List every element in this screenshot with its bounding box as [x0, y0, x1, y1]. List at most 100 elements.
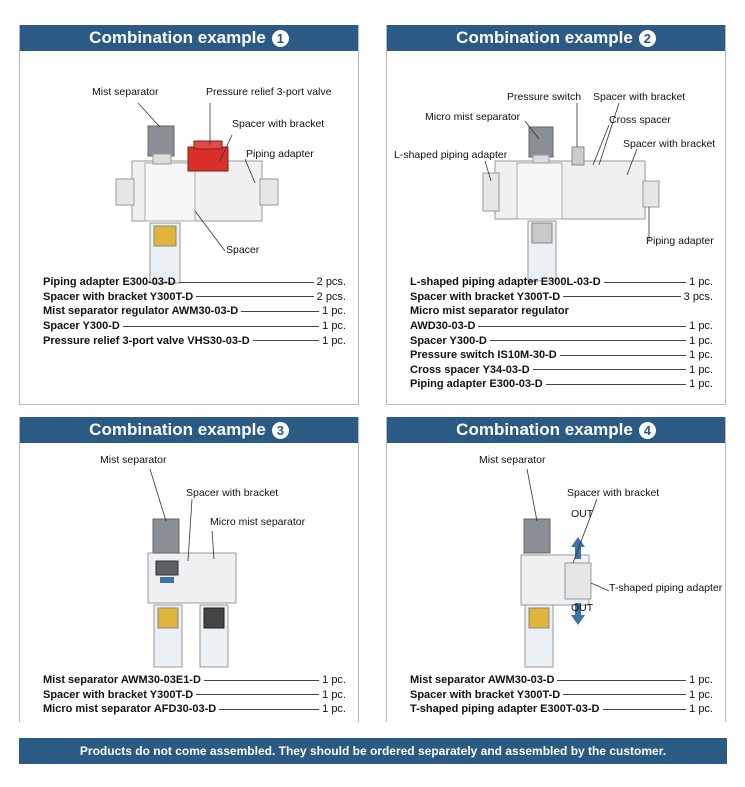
list-item: AWD30-03-D 1 pc.: [410, 319, 713, 334]
part-quantity: 1 pc.: [322, 688, 346, 701]
dotted-leader: [563, 296, 681, 298]
part-name: Mist separator regulator AWM30-03-D: [43, 305, 239, 318]
part-name: Micro mist separator AFD30-03-D: [43, 703, 217, 716]
combination-panel-1: Combination example 1 Mist se: [19, 25, 359, 405]
list-item: Spacer with bracket Y300T-D 2 pcs.: [43, 290, 346, 305]
part-quantity: 1 pc.: [689, 320, 713, 333]
part-name: Piping adapter E300-03-D: [410, 378, 543, 391]
callout-spacer-with-bracket: Spacer with bracket: [232, 118, 325, 130]
part-quantity: 2 pcs.: [316, 290, 346, 303]
list-item: Piping adapter E300-03-D 1 pc.: [410, 377, 713, 392]
list-item: Pressure relief 3-port valve VHS30-03-D 1…: [43, 333, 346, 348]
part-name: AWD30-03-D: [410, 320, 476, 333]
part-quantity: 1 pc.: [689, 276, 713, 289]
panel-header: Combination example 4: [387, 417, 725, 443]
part-name: Pressure switch IS10M-30-D: [410, 349, 557, 362]
panel-number-badge: 4: [638, 421, 656, 439]
parts-list: Mist separator AWM30-03E1-D 1 pc. Spacer …: [43, 673, 346, 717]
assembly-drawing: [115, 102, 279, 284]
part-name: Mist separator AWM30-03-D: [410, 674, 555, 687]
dotted-leader: [196, 296, 314, 298]
dotted-leader: [602, 708, 687, 710]
dotted-leader: [241, 310, 320, 312]
dotted-leader: [563, 694, 687, 696]
callout-spacer-with-bracket-right: Spacer with bracket: [623, 138, 716, 150]
part-name: Micro mist separator regulator: [410, 305, 569, 318]
panel-number-badge: 3: [271, 421, 289, 439]
out-arrow-up-icon: [575, 545, 581, 559]
part-quantity: 1 pc.: [322, 334, 346, 347]
callout-micro-mist-separator: Micro mist separator: [425, 111, 521, 123]
callout-mist-separator: Mist separator: [100, 454, 167, 466]
dotted-leader: [559, 354, 687, 356]
dotted-leader: [489, 340, 687, 342]
list-item: Mist separator AWM30-03-D 1 pc.: [410, 673, 713, 688]
callout-micro-mist-separator: Micro mist separator: [210, 516, 306, 528]
callout-pressure-switch: Pressure switch: [507, 91, 582, 103]
combination-panel-3: Combination example 3 Mist separator Spa…: [19, 417, 359, 722]
callout-l-shaped-piping-adapter: L-shaped piping adapter: [394, 149, 508, 161]
part-name: Pressure relief 3-port valve VHS30-03-D: [43, 334, 250, 347]
dotted-leader: [178, 281, 314, 283]
panel-title: Combination example: [456, 420, 633, 439]
list-item: Mist separator AWM30-03E1-D 1 pc.: [43, 673, 346, 688]
assembly-notice-text: Products do not come assembled. They sho…: [79, 744, 667, 758]
part-quantity: 2 pcs.: [316, 276, 346, 289]
panel-title: Combination example: [89, 420, 266, 439]
assembly-drawing: [147, 468, 237, 668]
panel-header: Combination example 1: [20, 25, 358, 51]
part-name: L-shaped piping adapter E300L-03-D: [410, 276, 601, 289]
part-name: Mist separator AWM30-03E1-D: [43, 674, 201, 687]
list-item: Micro mist separator regulator: [410, 304, 713, 319]
callout-spacer-with-bracket-top: Spacer with bracket: [593, 91, 686, 103]
part-quantity: 1 pc.: [689, 378, 713, 391]
parts-list: Piping adapter E300-03-D 2 pcs. Spacer wi…: [43, 275, 346, 348]
part-quantity: 1 pc.: [322, 674, 346, 687]
callout-t-shaped-piping-adapter: T-shaped piping adapter: [609, 582, 723, 594]
parts-list: Mist separator AWM30-03-D 1 pc. Spacer wi…: [410, 673, 713, 717]
callout-spacer-with-bracket: Spacer with bracket: [567, 487, 660, 499]
dotted-leader: [532, 369, 687, 371]
dotted-leader: [203, 679, 320, 681]
out-arrow-down-icon: [575, 603, 581, 617]
part-name: Spacer with bracket Y300T-D: [43, 290, 194, 303]
combination-panel-4: Combination example 4 Mist separator Spa…: [386, 417, 726, 722]
part-name: Spacer with bracket Y300T-D: [410, 290, 561, 303]
part-quantity: 1 pc.: [689, 688, 713, 701]
part-name: Spacer with bracket Y300T-D: [43, 688, 194, 701]
part-name: Piping adapter E300-03-D: [43, 276, 176, 289]
list-item: L-shaped piping adapter E300L-03-D 1 pc.: [410, 275, 713, 290]
callout-pressure-relief-valve: Pressure relief 3-port valve: [206, 86, 332, 98]
dotted-leader: [196, 694, 320, 696]
callout-mist-separator: Mist separator: [92, 86, 159, 98]
part-quantity: 1 pc.: [322, 320, 346, 333]
part-name: Spacer Y300-D: [43, 320, 120, 333]
panel-number-badge: 1: [271, 29, 289, 47]
product-illustration: Mist separator Spacer with bracket Micro…: [20, 443, 358, 683]
dotted-leader: [219, 708, 320, 710]
list-item: Spacer with bracket Y300T-D 1 pc.: [43, 688, 346, 703]
callout-piping-adapter: Piping adapter: [646, 235, 714, 247]
part-quantity: 1 pc.: [322, 305, 346, 318]
dotted-leader: [603, 281, 687, 283]
panel-title: Combination example: [89, 28, 266, 47]
assembly-drawing: [482, 102, 660, 282]
callout-out-top: OUT: [571, 508, 594, 520]
assembly-notice-banner: Products do not come assembled. They sho…: [19, 738, 727, 764]
callout-out-bottom: OUT: [571, 602, 594, 614]
part-quantity: 1 pc.: [689, 674, 713, 687]
panel-number-badge: 2: [638, 29, 656, 47]
list-item: Mist separator regulator AWM30-03-D 1 pc.: [43, 304, 346, 319]
assembly-drawing: [520, 468, 610, 668]
part-quantity: 1 pc.: [689, 703, 713, 716]
callout-spacer-with-bracket: Spacer with bracket: [186, 487, 279, 499]
part-name: Spacer Y300-D: [410, 334, 487, 347]
list-item: Piping adapter E300-03-D 2 pcs.: [43, 275, 346, 290]
part-name: Cross spacer Y34-03-D: [410, 363, 530, 376]
